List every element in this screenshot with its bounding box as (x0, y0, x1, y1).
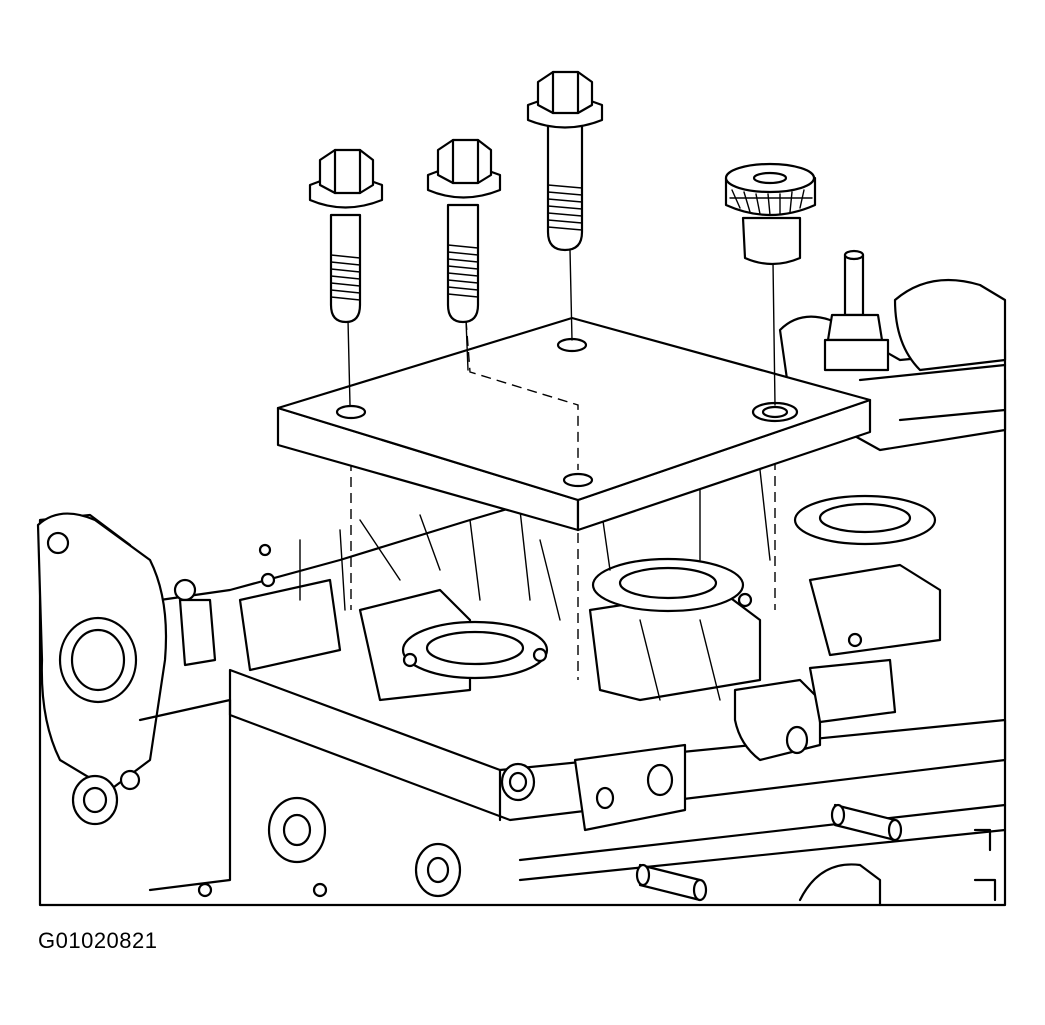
fixture-plate (276, 316, 872, 532)
cylinder-head (36, 249, 1007, 907)
injector-fitting (823, 249, 890, 372)
knurled-locator (724, 162, 817, 406)
plate-hole (335, 404, 367, 420)
valve-port-ring (401, 620, 549, 680)
plate-hole (751, 401, 799, 423)
figure-id-label: G01020821 (38, 928, 158, 953)
valve-port-ring (793, 494, 937, 546)
bolt-tall (526, 70, 604, 341)
head-bolt-boss (267, 796, 327, 864)
dowel-pin (635, 863, 708, 902)
head-bolt-boss (500, 762, 536, 802)
bolt-middle (426, 138, 502, 371)
plate-hole (556, 337, 588, 353)
bolt-left (308, 148, 384, 406)
dowel-pin (830, 803, 903, 842)
plate-hole (562, 472, 594, 488)
head-bolt-boss (414, 842, 462, 898)
head-bolt-boss (71, 774, 119, 826)
valve-port-ring (591, 557, 745, 613)
